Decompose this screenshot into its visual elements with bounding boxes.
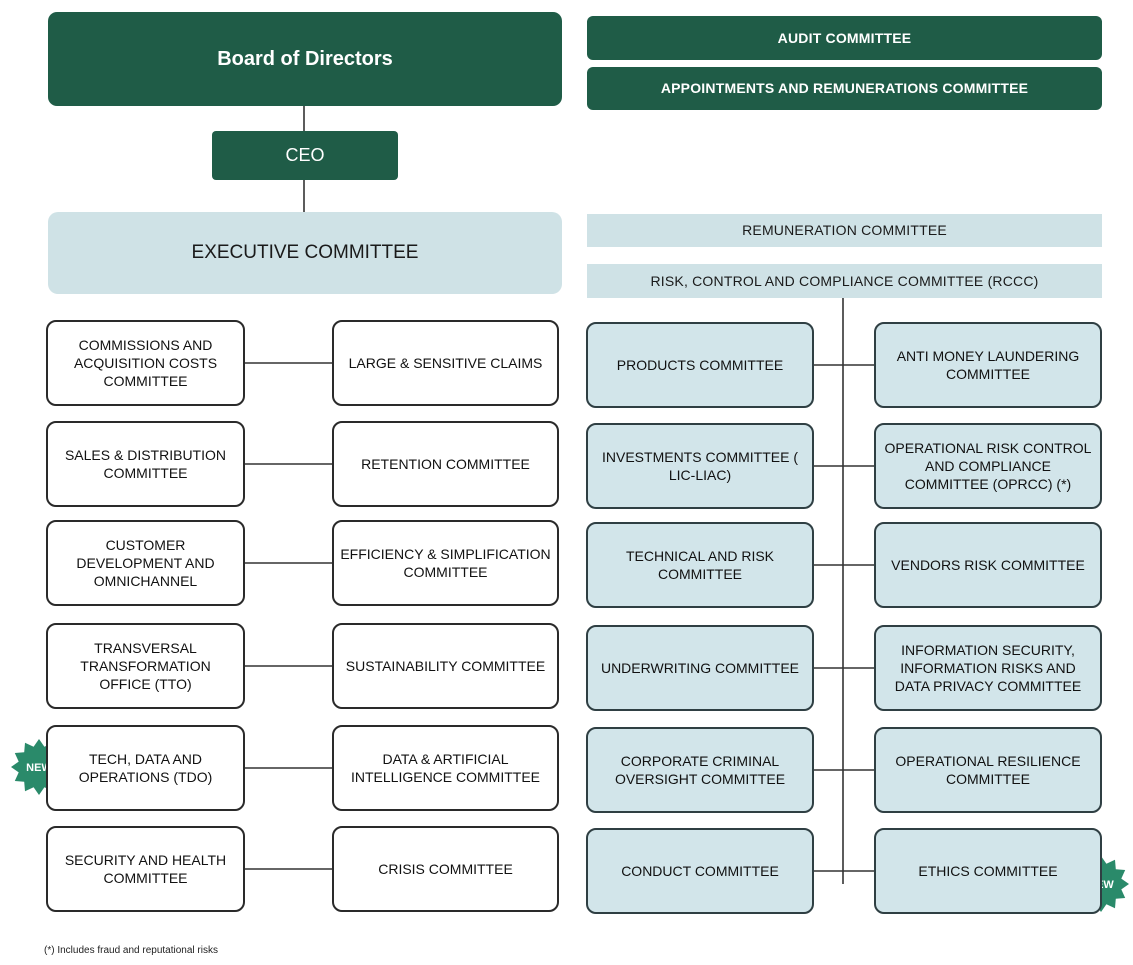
exec-left-committee-2-label: SALES & DISTRIBUTION COMMITTEE [64,446,227,481]
exec-left-committee-2: SALES & DISTRIBUTION COMMITTEE [46,421,245,507]
rccc-left-committee-1-label: PRODUCTS COMMITTEE [616,356,784,373]
board-of-directors-box: Board of Directors [48,12,562,106]
exec-right-committee-2-label: RETENTION COMMITTEE [361,455,530,472]
exec-left-committee-6: SECURITY AND HEALTH COMMITTEE [46,826,245,912]
rccc-right-committee-2-label: OPERATIONAL RISK CONTROL AND COMPLIANCE … [884,439,1092,493]
exec-left-committee-4-label: TRANSVERSAL TRANSFORMATION OFFICE (TTO) [80,639,211,693]
exec-right-committee-3-label: EFFICIENCY & SIMPLIFICATION COMMITTEE [340,545,551,580]
rccc-right-committee-3: VENDORS RISK COMMITTEE [874,522,1102,608]
exec-right-committee-6: CRISIS COMMITTEE [332,826,559,912]
rccc-left-committee-6: CONDUCT COMMITTEE [586,828,814,914]
exec-left-committee-3-label: CUSTOMER DEVELOPMENT AND OMNICHANNEL [76,536,215,590]
rccc-left-committee-2: INVESTMENTS COMMITTEE ( LIC-LIAC) [586,423,814,509]
rccc-label: RISK, CONTROL AND COMPLIANCE COMMITTEE (… [650,272,1039,289]
remuneration-committee-label: REMUNERATION COMMITTEE [742,222,947,239]
audit-committee-label: AUDIT COMMITTEE [777,29,912,46]
exec-left-committee-1-label: COMMISSIONS AND ACQUISITION COSTS COMMIT… [73,336,218,390]
exec-right-committee-4: SUSTAINABILITY COMMITTEE [332,623,559,709]
exec-left-committee-1: COMMISSIONS AND ACQUISITION COSTS COMMIT… [46,320,245,406]
rccc-left-committee-2-label: INVESTMENTS COMMITTEE ( LIC-LIAC) [602,448,798,483]
new-badge-tdo-text: NEW [26,762,52,774]
exec-right-committee-1-label: LARGE & SENSITIVE CLAIMS [348,354,543,371]
rccc-left-committee-6-label: CONDUCT COMMITTEE [621,862,779,879]
rccc-left-committee-5: CORPORATE CRIMINAL OVERSIGHT COMMITTEE [586,727,814,813]
rccc-left-committee-5-label: CORPORATE CRIMINAL OVERSIGHT COMMITTEE [614,752,786,787]
exec-left-committee-5-label: TECH, DATA AND OPERATIONS (TDO) [78,750,213,785]
rccc-right-committee-4-label: INFORMATION SECURITY, INFORMATION RISKS … [894,641,1082,695]
ceo-label: CEO [285,144,325,165]
exec-left-committee-6-label: SECURITY AND HEALTH COMMITTEE [64,851,227,886]
rccc-left-committee-4-label: UNDERWRITING COMMITTEE [600,659,800,676]
executive-committee-box: EXECUTIVE COMMITTEE [48,212,562,294]
exec-right-committee-5: DATA & ARTIFICIAL INTELLIGENCE COMMITTEE [332,725,559,811]
exec-left-committee-5: TECH, DATA AND OPERATIONS (TDO) [46,725,245,811]
executive-committee-label: EXECUTIVE COMMITTEE [191,241,419,263]
footnote: (*) Includes fraud and reputational risk… [44,945,218,956]
board-label: Board of Directors [217,48,393,70]
rccc-right-committee-3-label: VENDORS RISK COMMITTEE [891,556,1085,573]
rccc-left-committee-3: TECHNICAL AND RISK COMMITTEE [586,522,814,608]
appointments-committee-label: APPOINTMENTS AND REMUNERATIONS COMMITTEE [660,80,1029,97]
exec-left-committee-3: CUSTOMER DEVELOPMENT AND OMNICHANNEL [46,520,245,606]
rccc-box: RISK, CONTROL AND COMPLIANCE COMMITTEE (… [587,264,1102,298]
rccc-right-committee-4: INFORMATION SECURITY, INFORMATION RISKS … [874,625,1102,711]
connector-lines [245,106,874,884]
exec-left-committee-4: TRANSVERSAL TRANSFORMATION OFFICE (TTO) [46,623,245,709]
exec-right-committee-4-label: SUSTAINABILITY COMMITTEE [345,657,546,674]
rccc-right-committee-2: OPERATIONAL RISK CONTROL AND COMPLIANCE … [874,423,1102,509]
rccc-right-committee-1: ANTI MONEY LAUNDERING COMMITTEE [874,322,1102,408]
rccc-left-committee-1: PRODUCTS COMMITTEE [586,322,814,408]
audit-committee-box: AUDIT COMMITTEE [587,16,1102,60]
exec-right-committee-2: RETENTION COMMITTEE [332,421,559,507]
exec-right-committee-6-label: CRISIS COMMITTEE [378,860,513,877]
exec-right-committee-1: LARGE & SENSITIVE CLAIMS [332,320,559,406]
rccc-right-committee-6: ETHICS COMMITTEE [874,828,1102,914]
rccc-right-committee-5: OPERATIONAL RESILIENCE COMMITTEE [874,727,1102,813]
exec-right-committee-5-label: DATA & ARTIFICIAL INTELLIGENCE COMMITTEE [350,750,541,785]
exec-right-committee-3: EFFICIENCY & SIMPLIFICATION COMMITTEE [332,520,559,606]
rccc-left-committee-4: UNDERWRITING COMMITTEE [586,625,814,711]
rccc-right-committee-6-label: ETHICS COMMITTEE [918,862,1058,879]
rccc-right-committee-5-label: OPERATIONAL RESILIENCE COMMITTEE [895,752,1081,787]
ceo-box: CEO [212,131,398,180]
rccc-left-committee-3-label: TECHNICAL AND RISK COMMITTEE [625,547,775,582]
rccc-right-committee-1-label: ANTI MONEY LAUNDERING COMMITTEE [896,347,1080,382]
appointments-committee-box: APPOINTMENTS AND REMUNERATIONS COMMITTEE [587,67,1102,110]
remuneration-committee-box: REMUNERATION COMMITTEE [587,214,1102,247]
